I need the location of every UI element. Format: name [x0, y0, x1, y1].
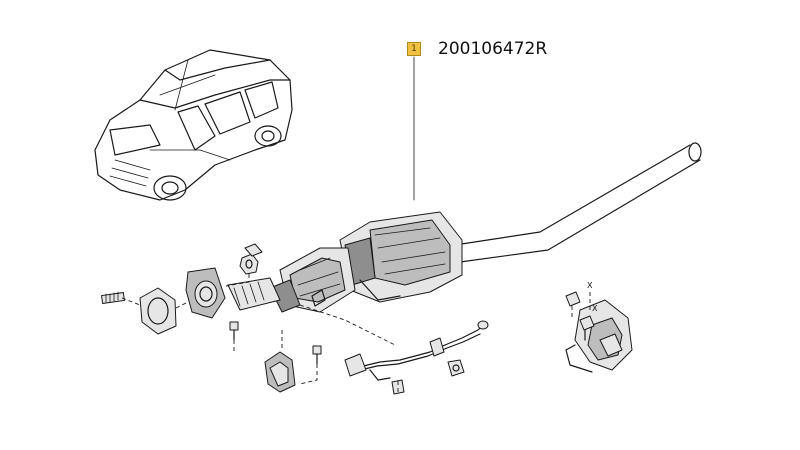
assembly-line-2 — [175, 301, 189, 309]
assembly-line-6 — [299, 364, 318, 385]
down-pipe — [185, 267, 281, 319]
mark-x2: X — [592, 304, 598, 313]
heat-shield-bracket — [264, 351, 296, 393]
sensor-cable — [344, 320, 489, 381]
cable-clip — [391, 359, 465, 395]
callout-badge[interactable]: 1 — [407, 42, 421, 56]
particulate-filter — [269, 247, 356, 313]
stud-bolt — [101, 291, 125, 304]
assembly-line-1 — [121, 297, 141, 306]
nut-top — [239, 243, 263, 275]
assembly-line-3 — [225, 274, 250, 287]
catalytic-converter — [339, 211, 463, 303]
vehicle-illustration — [94, 49, 293, 201]
flange-gasket — [139, 287, 177, 335]
mounting-bracket: X X — [565, 281, 633, 373]
bolt-small-2 — [312, 345, 322, 365]
bolt-small-1 — [229, 321, 239, 341]
assembly-line-7 — [299, 304, 396, 346]
mark-x1: X — [587, 281, 593, 290]
tailpipe — [454, 142, 702, 263]
part-number-label[interactable]: 200106472R — [438, 39, 548, 59]
